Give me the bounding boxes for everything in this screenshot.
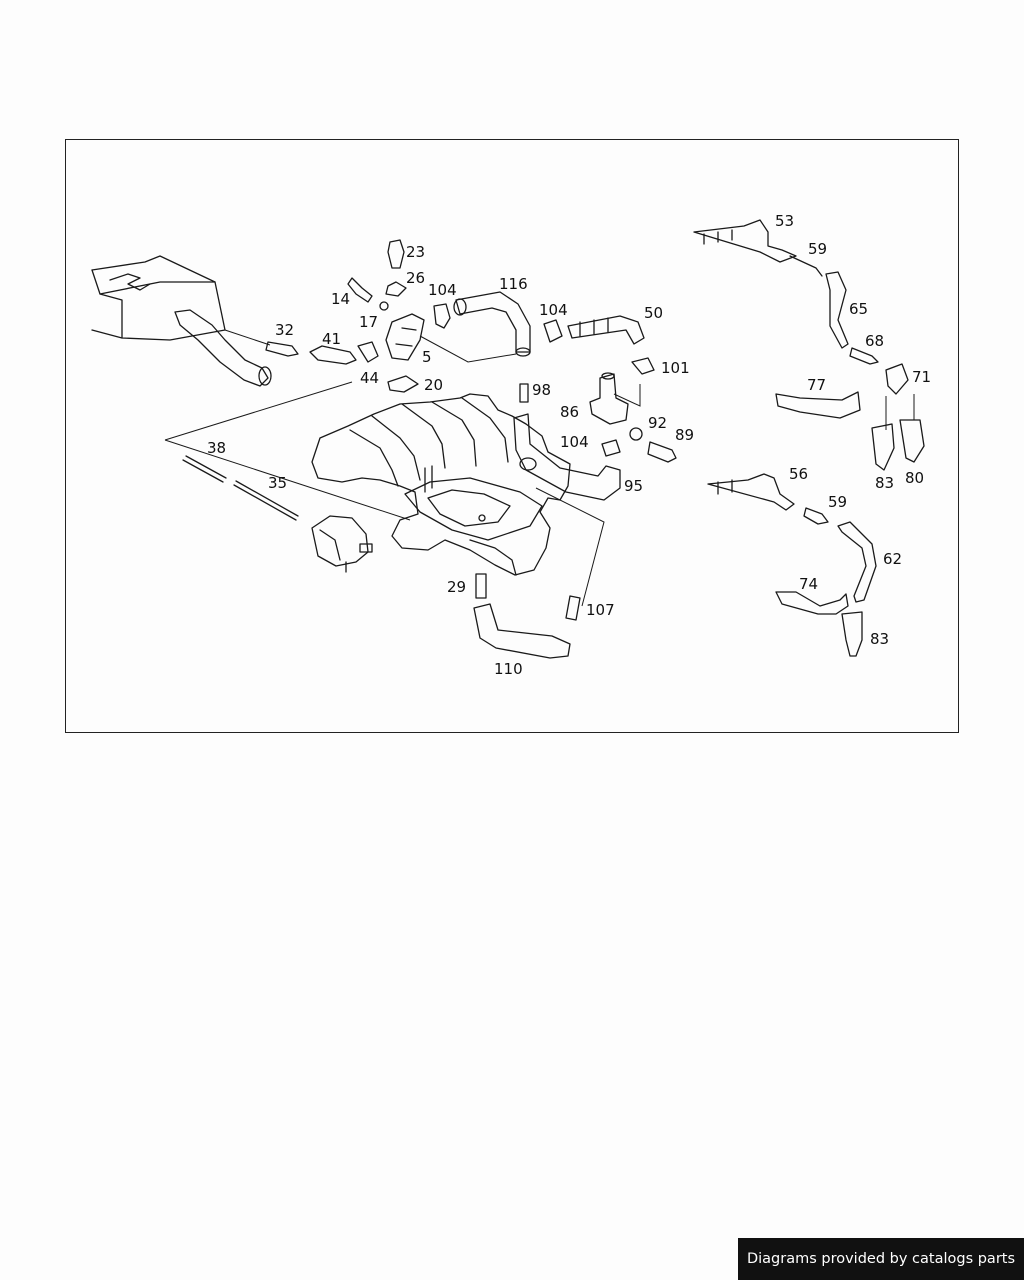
wiring-56: [707, 473, 829, 525]
part-label: 32: [275, 321, 294, 339]
hose-62: [837, 521, 877, 603]
part-label: 68: [865, 332, 884, 350]
part-label: 17: [359, 313, 378, 331]
part-label: 41: [322, 330, 341, 348]
part-label: 116: [499, 275, 528, 293]
part-label: 65: [849, 300, 868, 318]
part-numbers: 53 59 23 26 14 104 116 104 50 65 17 32 4…: [207, 212, 931, 678]
hose-110: [473, 573, 581, 659]
part-label: 104: [560, 433, 589, 451]
part-label: 86: [560, 403, 579, 421]
part-label: 74: [799, 575, 818, 593]
part-label: 50: [644, 304, 663, 322]
part-label: 104: [539, 301, 568, 319]
part-label: 104: [428, 281, 457, 299]
part-label: 101: [661, 359, 690, 377]
part-label: 71: [912, 368, 931, 386]
part-label: 80: [905, 469, 924, 487]
part-label: 53: [775, 212, 794, 230]
part-label: 107: [586, 601, 615, 619]
part-label: 95: [624, 477, 643, 495]
part-label: 77: [807, 376, 826, 394]
part-label: 110: [494, 660, 523, 678]
diagram-frame: [65, 139, 959, 733]
valve-74-83: [775, 591, 863, 657]
engine-cover: [91, 255, 226, 341]
part-label: 83: [875, 474, 894, 492]
idle-valve-86: [589, 372, 677, 463]
hose-116: [453, 291, 531, 357]
small-hoses-38-35: [164, 381, 411, 521]
part-label: 14: [331, 290, 350, 308]
wiring-53: [693, 219, 823, 277]
part-label: 26: [406, 269, 425, 287]
part-label: 98: [532, 381, 551, 399]
hose-65: [825, 271, 879, 365]
part-label: 38: [207, 439, 226, 457]
part-label: 56: [789, 465, 808, 483]
vacuum-unit: [311, 515, 373, 573]
part-label: 23: [406, 243, 425, 261]
part-label: 92: [648, 414, 667, 432]
hose-95: [513, 383, 621, 607]
part-label: 83: [870, 630, 889, 648]
hose-50: [543, 315, 655, 375]
part-label: 59: [828, 493, 847, 511]
part-label: 20: [424, 376, 443, 394]
part-label: 62: [883, 550, 902, 568]
valve-71-80-83: [775, 363, 925, 471]
breather-hose-left: [174, 309, 272, 387]
intake-manifold: [311, 393, 571, 576]
parts-cluster-23-5: [265, 239, 517, 393]
part-label: 29: [447, 578, 466, 596]
part-label: 44: [360, 369, 379, 387]
footer-credit: Diagrams provided by catalogs parts: [738, 1238, 1024, 1280]
part-label: 35: [268, 474, 287, 492]
part-label: 89: [675, 426, 694, 444]
part-label: 59: [808, 240, 827, 258]
part-label: 5: [422, 348, 432, 366]
